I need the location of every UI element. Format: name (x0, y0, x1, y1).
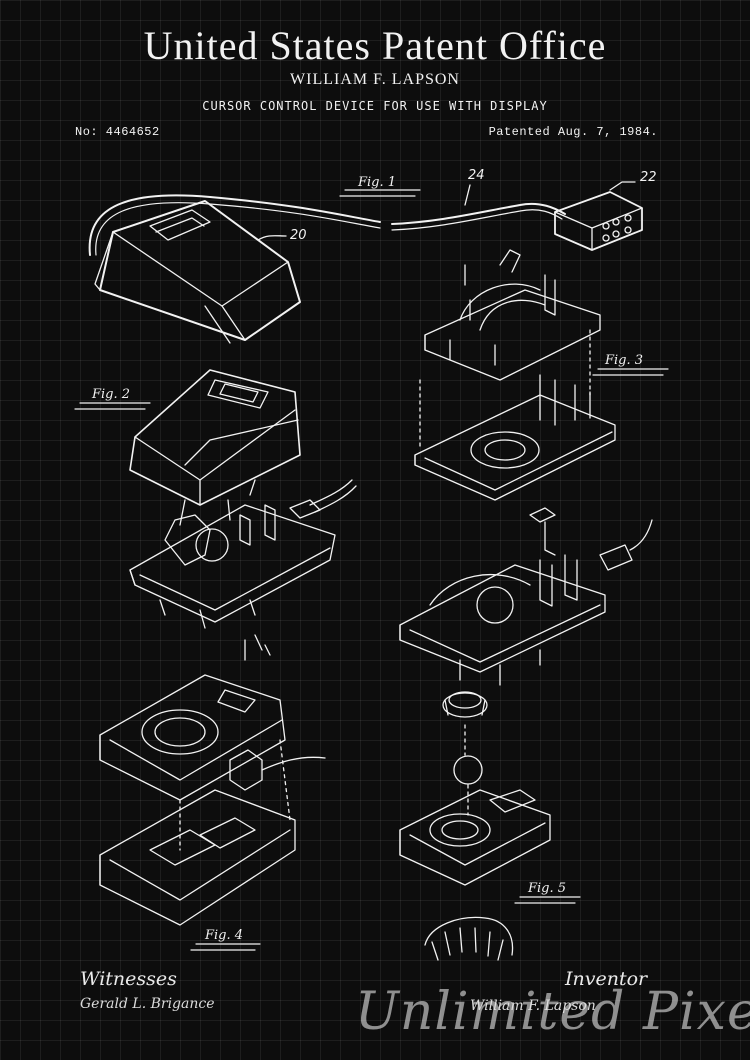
fig4-label: Fig. 4 (205, 928, 244, 943)
fig3-drawing (414, 249, 616, 501)
inventor-signature: William F. Lapson (470, 998, 596, 1014)
inventor-heading: Inventor (565, 968, 648, 990)
patent-date: Patented Aug. 7, 1984. (488, 125, 658, 139)
witness-signature: Gerald L. Brigance (80, 996, 215, 1012)
witnesses-heading: Witnesses (80, 968, 177, 990)
ref-20: 20 (290, 228, 307, 243)
inventor-name: WILLIAM F. LAPSON (290, 71, 460, 88)
fig1-drawing (88, 181, 643, 344)
fig5-label: Fig. 5 (528, 881, 567, 896)
patent-number: No: 4464652 (75, 125, 160, 139)
fig3-label: Fig. 3 (605, 353, 644, 368)
ref-22: 22 (640, 170, 657, 185)
fig2-drawing (129, 369, 357, 629)
fig3-lower-drawing (399, 507, 653, 686)
fig-label-frames (74, 189, 669, 951)
device-title: CURSOR CONTROL DEVICE FOR USE WITH DISPL… (202, 99, 548, 113)
watermark: Unlimited Pixel (355, 982, 750, 1042)
fig2-label: Fig. 2 (92, 387, 131, 402)
fig4-drawing (99, 634, 326, 926)
fig1-label: Fig. 1 (358, 175, 397, 190)
fig5-drawing (399, 691, 551, 961)
poster-title: United States Patent Office (143, 23, 607, 68)
ref-24: 24 (468, 168, 485, 183)
